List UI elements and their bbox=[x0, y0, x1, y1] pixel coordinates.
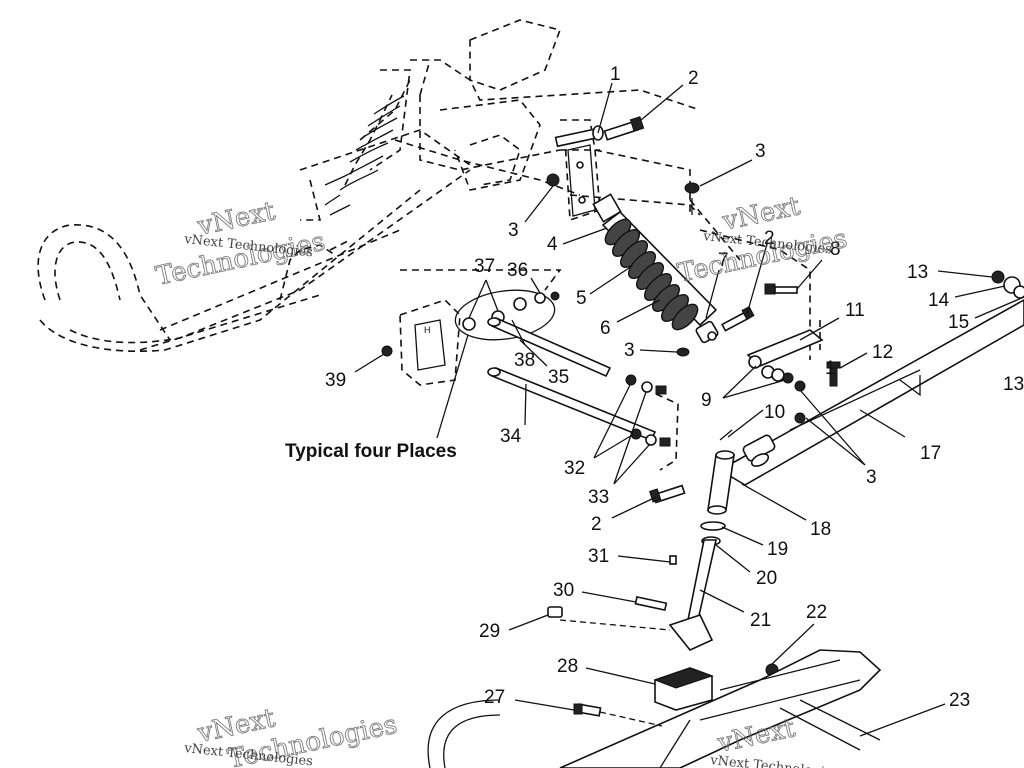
label-4: 4 bbox=[547, 234, 558, 255]
label-33: 33 bbox=[588, 487, 609, 508]
phantom-shock bbox=[324, 94, 405, 216]
part-labels: 1 2 3 3 4 5 6 7 8 2 11 1 12 3 9 10 3 17 … bbox=[285, 64, 1024, 711]
detail-ellipse bbox=[454, 289, 556, 341]
label-35: 35 bbox=[548, 367, 569, 388]
caption-typical-four-places: Typical four Places bbox=[285, 441, 457, 462]
label-7: 7 bbox=[718, 250, 729, 271]
spindle-tube bbox=[707, 429, 735, 515]
label-14: 14 bbox=[928, 290, 950, 311]
nut-3-upper-right bbox=[684, 182, 700, 194]
label-22: 22 bbox=[806, 602, 827, 623]
label-9: 9 bbox=[701, 390, 712, 411]
detail-parts bbox=[462, 291, 560, 331]
watermark-line: vNext Technologies bbox=[709, 753, 840, 768]
bolt-2-upper bbox=[603, 116, 645, 141]
label-29: 29 bbox=[479, 621, 500, 642]
label-39: 39 bbox=[325, 370, 346, 391]
label-3: 3 bbox=[866, 467, 877, 488]
phantom-frame bbox=[299, 19, 821, 360]
label-6: 6 bbox=[600, 318, 611, 339]
left-bracket: H bbox=[399, 299, 461, 386]
label-3: 3 bbox=[508, 220, 519, 241]
front-ski bbox=[427, 649, 882, 768]
pin-30 bbox=[634, 595, 668, 611]
shock-absorber bbox=[592, 193, 719, 344]
rail-17 bbox=[718, 299, 1024, 486]
fasteners-32-33 bbox=[625, 374, 679, 471]
label-17: 17 bbox=[920, 443, 941, 464]
label-27: 27 bbox=[484, 687, 505, 708]
label-36: 36 bbox=[507, 260, 528, 281]
bolt-31 bbox=[669, 555, 677, 565]
shaft-35 bbox=[487, 316, 612, 378]
label-34: 34 bbox=[500, 426, 522, 447]
leader-lines bbox=[354, 82, 1024, 737]
svg-text:H: H bbox=[424, 325, 431, 335]
spindle-21 bbox=[668, 539, 717, 651]
label-19: 19 bbox=[767, 539, 788, 560]
label-30: 30 bbox=[553, 580, 574, 601]
label-2: 2 bbox=[591, 514, 602, 535]
label-2: 2 bbox=[688, 68, 699, 89]
label-20: 20 bbox=[756, 568, 777, 589]
bolt-12 bbox=[826, 361, 841, 387]
label-12: 12 bbox=[872, 342, 893, 363]
washer-19 bbox=[700, 521, 726, 531]
label-31: 31 bbox=[588, 546, 609, 567]
label-37: 37 bbox=[474, 256, 495, 277]
label-3: 3 bbox=[755, 141, 766, 162]
label-1: 1 bbox=[610, 64, 621, 85]
label-8: 8 bbox=[830, 239, 841, 260]
label-23: 23 bbox=[949, 690, 970, 711]
bolt-8 bbox=[764, 283, 798, 295]
right-end-parts bbox=[991, 270, 1024, 299]
label-15: 15 bbox=[948, 312, 969, 333]
label-3: 3 bbox=[624, 340, 635, 361]
label-28: 28 bbox=[557, 656, 578, 677]
bolt-27 bbox=[573, 703, 602, 717]
nut-3-lower bbox=[676, 347, 690, 357]
label-1: 1 bbox=[825, 358, 836, 379]
label-2: 2 bbox=[764, 228, 775, 249]
label-10: 10 bbox=[764, 402, 785, 423]
block-28 bbox=[653, 667, 714, 711]
label-38: 38 bbox=[514, 350, 535, 371]
watermark-brand: vNext bbox=[719, 191, 803, 237]
label-13: 13 bbox=[1003, 374, 1024, 395]
nut-3-left bbox=[546, 173, 560, 187]
label-5: 5 bbox=[576, 288, 587, 309]
bolt-2-shock bbox=[721, 306, 755, 332]
label-11: 11 bbox=[845, 300, 865, 321]
bolt-29 bbox=[547, 606, 563, 618]
steering-arm bbox=[746, 329, 824, 424]
label-32: 32 bbox=[564, 458, 585, 479]
phantom-left-ski bbox=[37, 169, 471, 353]
nut-39 bbox=[381, 345, 393, 357]
label-21: 21 bbox=[750, 610, 771, 631]
bolt-2-lower bbox=[649, 484, 686, 504]
upper-bracket bbox=[567, 144, 596, 217]
label-18: 18 bbox=[810, 519, 831, 540]
label-13: 13 bbox=[907, 262, 928, 283]
bolt-1 bbox=[554, 125, 604, 148]
